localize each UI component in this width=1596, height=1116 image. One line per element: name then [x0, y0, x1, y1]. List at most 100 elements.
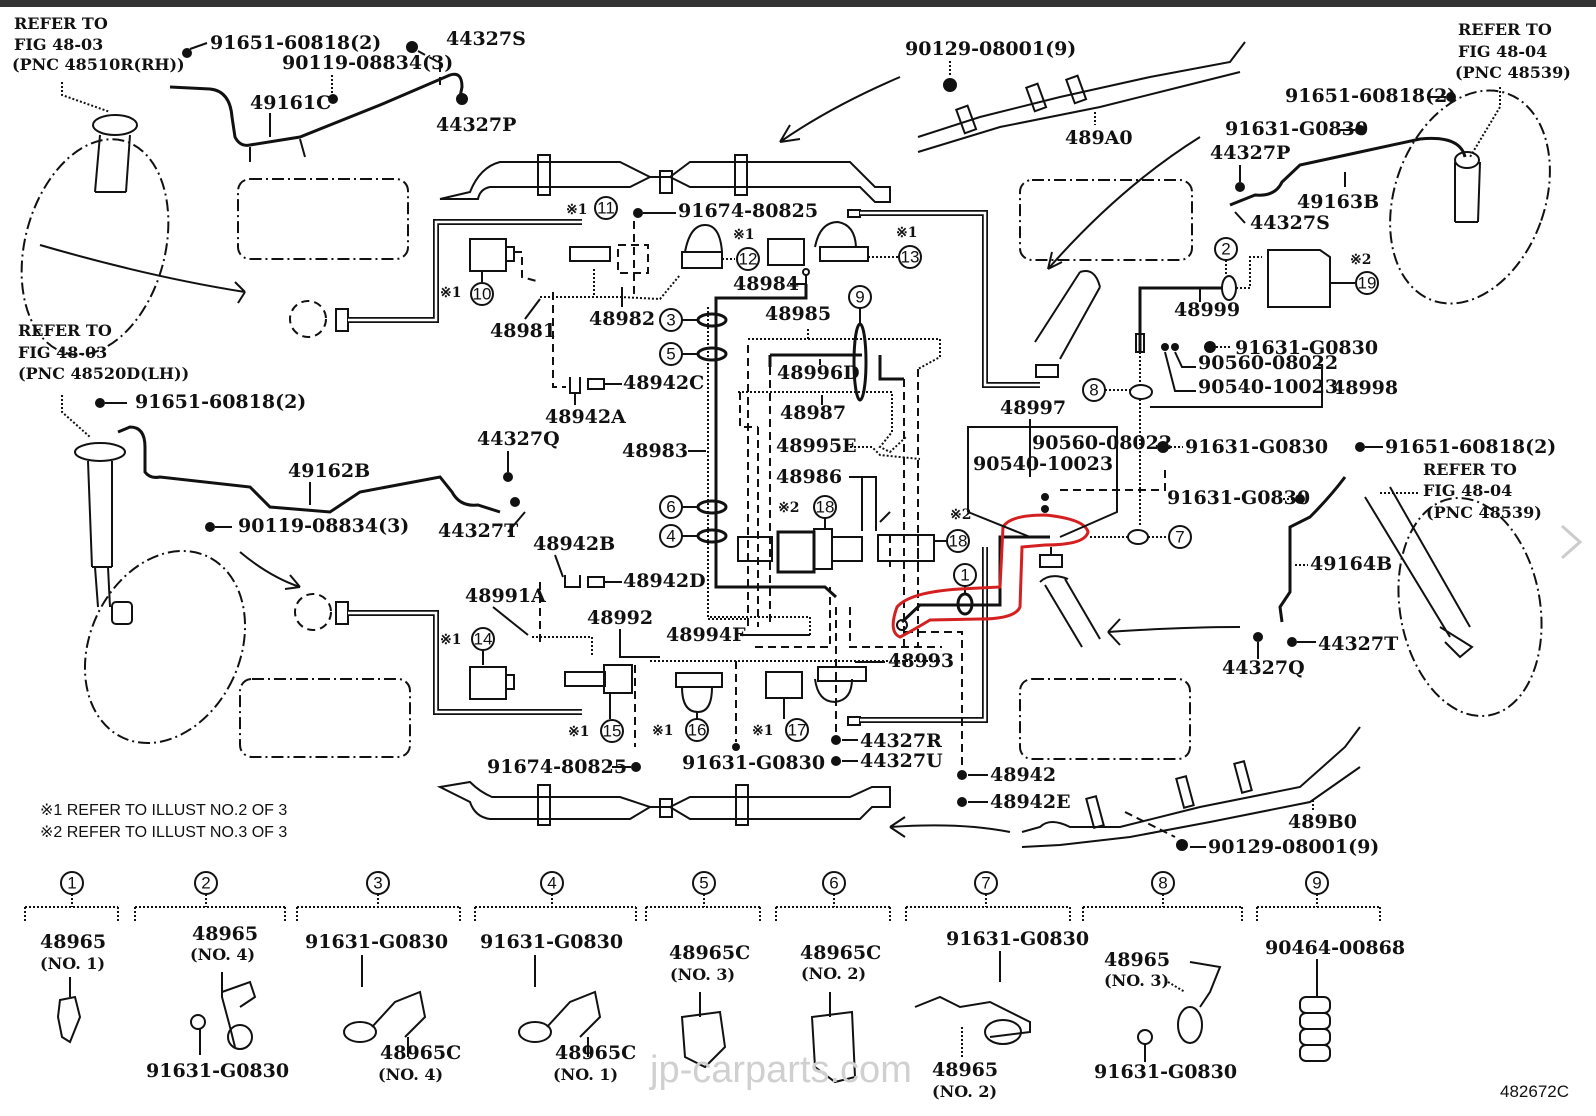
svg-text:91631-G0830: 91631-G0830 [480, 931, 623, 953]
detail-panel-1: 1 48965 (NO. 1) [24, 871, 119, 1044]
crossmember-front [439, 154, 891, 203]
svg-text:18: 18 [949, 532, 968, 551]
part-label: 90129-08001(9) [1208, 836, 1379, 858]
ref-mark: ※1 [896, 225, 917, 241]
rear-shock-upper [1034, 270, 1101, 378]
detail-panel-8: 8 48965 (NO. 3) 91631-G0830 [1082, 871, 1243, 1083]
svg-text:7: 7 [1175, 528, 1184, 547]
callout-18b: 18 [946, 529, 970, 553]
part-label: 48987 [780, 402, 846, 424]
part-label: 90560-08022 [1032, 432, 1172, 454]
part-label: 48942D [623, 570, 706, 592]
svg-text:(NO. 1): (NO. 1) [40, 954, 105, 973]
pipe-49163B [1229, 136, 1467, 207]
detail-panel-7: 7 91631-G0830 48965 (NO. 2) [905, 871, 1089, 1101]
svg-text:※2: ※2 [778, 500, 799, 516]
part-label: 48999 [1174, 299, 1240, 321]
svg-text:7: 7 [981, 874, 990, 893]
svg-text:16: 16 [688, 721, 707, 740]
ref-mark: ※2 [950, 507, 971, 523]
svg-text:(NO. 1): (NO. 1) [553, 1065, 618, 1084]
ref-mark: ※2 [1350, 252, 1371, 268]
part-label: 44327T [1318, 633, 1398, 655]
svg-text:12: 12 [739, 250, 758, 269]
svg-text:(PNC 48510R(RH)): (PNC 48510R(RH)) [12, 55, 185, 74]
pipe-49161C [169, 72, 464, 162]
ref-mark: ※1 [440, 285, 461, 301]
svg-text:FIG 48-03: FIG 48-03 [18, 343, 107, 362]
svg-text:※1: ※1 [440, 632, 461, 648]
callout-4: 4 [659, 524, 683, 548]
svg-text:1: 1 [960, 566, 969, 585]
part-label: 48942 [990, 764, 1056, 786]
part-label: 91631-G0830 [1235, 337, 1378, 359]
svg-text:91631-G0830: 91631-G0830 [946, 928, 1089, 950]
svg-text:8: 8 [1158, 874, 1167, 893]
callout-15: 15 [600, 719, 624, 743]
svg-text:(PNC 48520D(LH)): (PNC 48520D(LH)) [18, 364, 189, 383]
part-label: 90119-08834(3) [238, 515, 409, 537]
svg-text:8: 8 [1089, 381, 1098, 400]
svg-text:9: 9 [855, 288, 864, 307]
svg-text:5: 5 [666, 345, 675, 364]
svg-text:※2: ※2 [950, 507, 971, 523]
part-label: 489B0 [1288, 811, 1357, 833]
part-label: 44327P [1210, 142, 1290, 164]
part-label: 48992 [587, 607, 653, 629]
part-label: 48986 [776, 466, 842, 488]
callout-8: 8 [1082, 378, 1106, 402]
svg-text:15: 15 [603, 722, 622, 741]
solenoid-ghost-tl [289, 300, 349, 338]
svg-text:※2 REFER TO ILLUST NO.3 OF 3: ※2 REFER TO ILLUST NO.3 OF 3 [40, 824, 287, 841]
part-label: 44327P [436, 114, 516, 136]
strut-rh-rear [1389, 89, 1551, 305]
part-label: 48994F [666, 624, 746, 646]
callout-19: 19 [1355, 271, 1379, 295]
svg-text:FIG 48-04: FIG 48-04 [1458, 42, 1547, 61]
svg-text:6: 6 [666, 498, 675, 517]
part-label: 44327R [860, 730, 942, 752]
part-label: 90560-08022 [1198, 352, 1338, 374]
svg-text:※1: ※1 [566, 202, 587, 218]
part-label: 49163B [1297, 191, 1379, 213]
ref-mark: ※1 [568, 724, 589, 740]
part-label: 91651-60818(2) [135, 391, 306, 413]
part-label: 44327T [438, 520, 518, 542]
svg-text:4: 4 [547, 874, 556, 893]
part-label: 48942C [623, 372, 704, 394]
svg-text:48965C: 48965C [669, 942, 750, 964]
svg-text:10: 10 [473, 285, 492, 304]
svg-text:9: 9 [1312, 874, 1321, 893]
svg-text:13: 13 [901, 248, 920, 267]
part-label: 48996D [777, 362, 860, 384]
svg-text:(NO. 3): (NO. 3) [1104, 971, 1169, 990]
parts-diagram: REFER TO FIG 48-03 (PNC 48510R(RH)) 9165… [0, 7, 1596, 1116]
part-label: 48942E [990, 791, 1071, 813]
part-label: 48984 [733, 273, 799, 295]
ref-mark: ※1 [733, 227, 754, 243]
notes: ※1 REFER TO ILLUST NO.2 OF 3 ※2 REFER TO… [40, 802, 287, 841]
part-label: 91631-G0830 [1225, 118, 1368, 140]
part-label: 90119-08834(3) [282, 52, 453, 74]
part-label: 91651-60818(2) [1385, 436, 1556, 458]
svg-text:17: 17 [788, 721, 807, 740]
callout-12: 12 [736, 247, 760, 271]
part-label: 44327S [446, 28, 526, 50]
callout-1: 1 [953, 563, 977, 587]
crossmember-rear [436, 780, 891, 826]
callout-10: 10 [470, 282, 494, 306]
part-label: 91674-80825 [487, 756, 627, 778]
refer-block-mid-left: REFER TO FIG 48-03 (PNC 48520D(LH)) [18, 321, 189, 383]
callout-13: 13 [898, 245, 922, 269]
detail-panel-4: 4 91631-G0830 48965C (NO. 1) [474, 871, 637, 1084]
chevron-right-icon[interactable] [1556, 522, 1586, 562]
part-label: 48942B [533, 533, 615, 555]
svg-text:※1: ※1 [733, 227, 754, 243]
svg-text:4: 4 [666, 527, 675, 546]
part-label: 91674-80825 [678, 200, 818, 222]
part-label: 48982 [589, 308, 655, 330]
svg-text:※1: ※1 [752, 723, 773, 739]
part-label: 48985 [765, 303, 831, 325]
part-label: 91651-60818(2) [210, 32, 381, 54]
svg-text:2: 2 [201, 874, 210, 893]
